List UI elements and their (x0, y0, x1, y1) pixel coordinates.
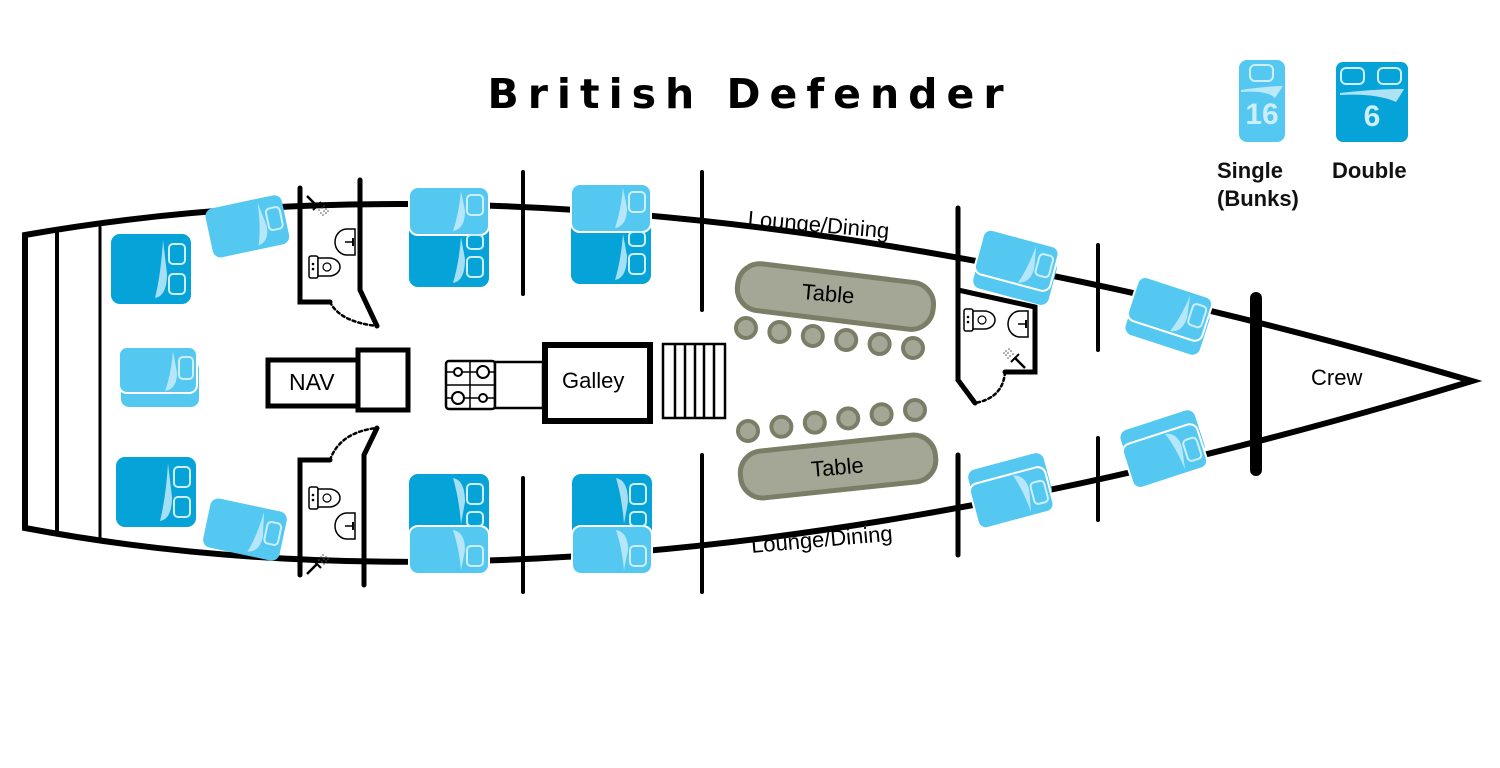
stool (769, 414, 794, 439)
sink-icon (1007, 310, 1029, 338)
table-top (734, 261, 937, 332)
stool (767, 320, 792, 344)
double-bed (110, 233, 192, 305)
nav-station (265, 347, 411, 413)
toilet-icon (963, 308, 996, 332)
legend-single-label-line1: Single (1217, 158, 1284, 183)
legend-double-label: Double (1332, 158, 1407, 183)
stool (901, 336, 925, 360)
stern-lines (55, 222, 102, 540)
legend-single-icon (1239, 60, 1285, 142)
table-top-label: Table (800, 279, 856, 309)
stool (834, 328, 859, 352)
interior-walls (297, 170, 1262, 594)
legend-single-label-line2: (Bunks) (1217, 186, 1299, 211)
sink-icon (334, 228, 356, 256)
stools (734, 316, 927, 443)
cabin-bed-lower-1 (408, 473, 490, 575)
legend-double-icon (1336, 62, 1408, 142)
stool (734, 316, 758, 340)
toilet-icon (308, 255, 341, 279)
stove-icon (444, 359, 545, 411)
table-bottom-label: Table (810, 452, 865, 482)
bunk-bed (118, 346, 200, 408)
stool (800, 324, 825, 348)
galley-label: Galley (562, 368, 625, 393)
nav-label: NAV (289, 369, 335, 395)
sink-icon (334, 512, 356, 540)
galley-counter (542, 342, 653, 424)
legend-double-count: 6 (1363, 100, 1381, 133)
stool (869, 402, 894, 427)
toilet-icon (308, 486, 341, 510)
table-bottom (737, 432, 939, 501)
cabin-bed-lower-2 (571, 473, 653, 575)
crew-label: Crew (1311, 365, 1363, 390)
stairs-icon (661, 342, 727, 420)
cabin-bed-upper-2 (570, 183, 652, 285)
legend-single-count: 16 (1245, 98, 1279, 131)
stool (903, 398, 927, 422)
stool (867, 332, 892, 356)
stool (736, 419, 760, 443)
page-title: British Defender (487, 70, 1013, 118)
cabin-bed-upper-1 (408, 186, 490, 288)
legend-single-label: Single (Bunks) (1217, 157, 1299, 213)
stool (802, 410, 827, 435)
double-bed (115, 456, 197, 528)
stool (836, 406, 861, 431)
